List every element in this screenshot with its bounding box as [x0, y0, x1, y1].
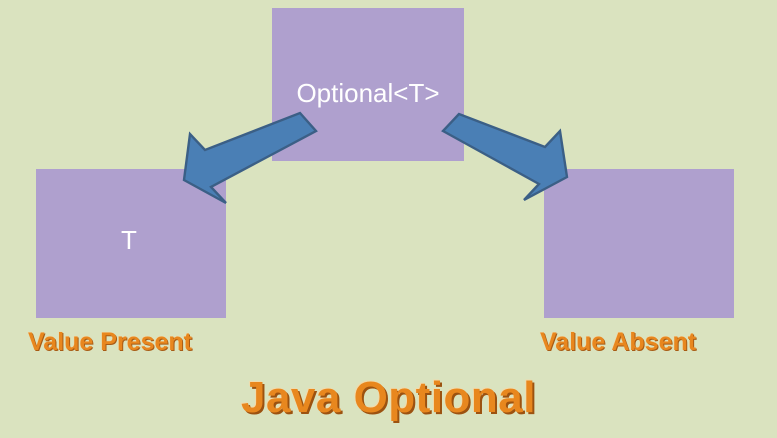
node-optional-label: Optional<T>: [296, 77, 440, 108]
node-value-present: T: [36, 169, 226, 318]
node-value-absent: [544, 169, 734, 318]
page-title: Java Optional: [240, 373, 537, 422]
caption-value-present: Value Present: [28, 328, 192, 356]
node-value-present-label: T: [121, 224, 137, 255]
caption-value-absent: Value Absent: [540, 328, 697, 356]
node-optional: Optional<T>: [272, 8, 464, 161]
